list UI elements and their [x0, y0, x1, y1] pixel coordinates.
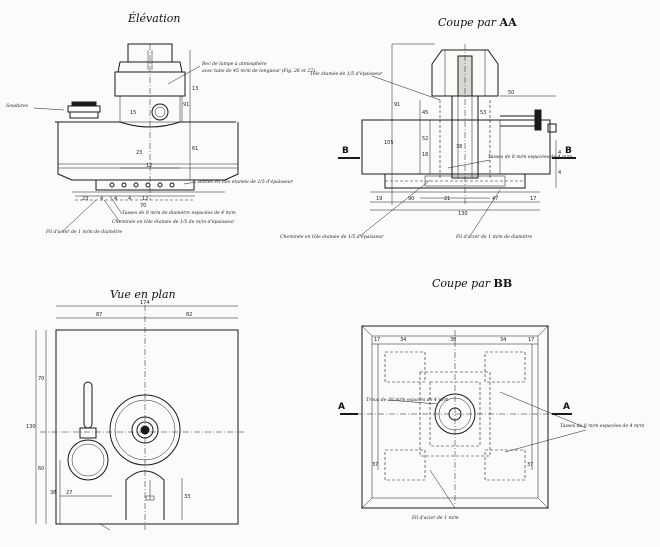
bb-marker-right: A: [563, 402, 570, 412]
plan-dim-d1: 33: [184, 494, 191, 500]
elev-note-cheminee: Cheminée en tôle étamée de 1/5 de m/m d'…: [112, 220, 235, 225]
aa-dim-v4: 52: [422, 136, 429, 142]
aa-dim-bot2: 90: [408, 196, 415, 202]
plan-dim-h3: 38: [50, 490, 57, 496]
plan-dim-right: 82: [186, 312, 193, 318]
aa-dim-v1: 91: [394, 102, 401, 108]
section-aa-title-text: Coupe par: [438, 16, 497, 29]
section-bb-title: Coupe par BB: [432, 277, 512, 290]
screw-cap: [67, 105, 101, 113]
plan-outline: [55, 329, 239, 525]
aa-dim-r1: 4: [558, 150, 562, 156]
aa-dim-v6: 38: [456, 144, 463, 150]
aa-dim-r2: 4: [558, 170, 562, 176]
elevation-title: Élévation: [128, 12, 181, 25]
plan-handle: [83, 381, 93, 429]
plan-dim-w1: 27: [66, 490, 73, 496]
elev-dim-v1: 91: [183, 102, 190, 108]
elev-dim-v3: 23: [136, 150, 143, 156]
elev-dim-v2: 15: [130, 110, 137, 116]
elevation-view: [33, 43, 239, 233]
aa-dim-v3: 45: [422, 110, 429, 116]
elev-dim-w1: 12: [146, 163, 153, 169]
elev-dim-b1: 23: [82, 196, 89, 202]
bb-dim-d: 34: [500, 337, 507, 343]
aa-lamp-cap: [431, 49, 499, 97]
plan-large-burner: [109, 394, 181, 466]
bb-dim-b: 34: [400, 337, 407, 343]
elev-dim-b5: 12: [142, 196, 149, 202]
plan-dim-left: 87: [96, 312, 103, 318]
aa-dim-bot1: 19: [376, 196, 383, 202]
plan-dim-height: 130: [26, 424, 36, 430]
plan-view: [35, 305, 246, 531]
elev-dim-h2: 61: [192, 146, 199, 152]
aa-note-fil: Fil d'acier de 1 m/m de diamètre: [456, 235, 533, 240]
aa-dim-v7: 53: [480, 110, 487, 116]
bb-blocks: [384, 351, 526, 481]
base-grille: [95, 179, 195, 191]
tank-top: [55, 121, 236, 128]
elev-note-fil: Fil d'acier de 1 m/m de diamètre: [46, 230, 123, 235]
bb-dim-f: 37: [372, 462, 379, 468]
lamp-body: [114, 71, 186, 97]
soudures-label: Soudures: [6, 104, 29, 109]
aa-note-cheminee: Cheminée en tôle étamée de 1/5 d'épaisse…: [280, 235, 384, 240]
aa-note-tole: Tôle étamée de 1/5 d'épaisseur: [310, 72, 383, 77]
plan-arch: [125, 470, 165, 520]
elev-dim-b3: 4: [114, 196, 118, 202]
elev-note-bottle: Bottes en tôle étamée de 1/5 d'épaisseur: [198, 180, 293, 185]
plan-dim-total: 174: [140, 300, 150, 306]
bb-dim-e: 17: [528, 337, 535, 343]
elev-note-tube2: avec tube de 45 m/m de longueur (Fig. 26…: [202, 69, 315, 74]
aa-dim-v5: 18: [422, 152, 429, 158]
section-aa-title: Coupe par AA: [438, 16, 517, 29]
aa-note-tasses: Tasses de 8 m/m espacées de 4 m/m: [488, 155, 573, 160]
bb-dim-a: 17: [374, 337, 381, 343]
elev-note-tube: Bec de lampe à atmosphère: [202, 62, 267, 67]
bb-note-trous: Trous de 38 m/m espacés de 4 m/m: [366, 398, 449, 403]
aa-dim-bot5: 17: [530, 196, 537, 202]
aa-marker-right: B: [565, 146, 572, 156]
plan-dim-h1: 70: [38, 376, 45, 382]
aa-tap: [500, 115, 536, 127]
aa-dim-bot4: 47: [492, 196, 499, 202]
bb-marker-left: A: [338, 402, 345, 412]
aa-dim-v2: 105: [384, 140, 394, 146]
section-bb-view: [340, 325, 587, 509]
bb-note-tasses: Tasses de 8 m/m espacées de 4 m/m: [560, 424, 645, 429]
section-aa-letters: AA: [499, 16, 517, 29]
section-aa-view: [338, 43, 576, 237]
elev-dim-b6: 70: [140, 203, 147, 209]
burner-disc: [151, 103, 169, 121]
aa-dim-bot3: 21: [444, 196, 451, 202]
section-bb-title-text: Coupe par: [432, 277, 491, 290]
elev-dim-b4: 4: [128, 196, 132, 202]
bb-dim-g: 37: [527, 462, 534, 468]
section-bb-letters: BB: [493, 277, 513, 290]
aa-dim-bot6: 130: [458, 211, 468, 217]
plan-dim-h2: 60: [38, 466, 45, 472]
plan-title: Vue en plan: [110, 288, 176, 301]
bb-dim-c: 38: [450, 337, 457, 343]
bb-burner: [434, 393, 476, 435]
aa-marker-left: B: [342, 146, 349, 156]
elev-dim-b2: 4: [100, 196, 104, 202]
elev-dim-h1: 13: [192, 86, 199, 92]
plan-small-burner: [67, 439, 109, 481]
aa-dim-top: 50: [508, 90, 515, 96]
bb-note-fil: Fil d'acier de 1 m/m: [412, 516, 459, 521]
elev-note-tasses: Tasses de 8 m/m de diamètre espacées de …: [122, 211, 236, 216]
tank-body: [57, 122, 239, 181]
grille-holes: [109, 182, 175, 188]
